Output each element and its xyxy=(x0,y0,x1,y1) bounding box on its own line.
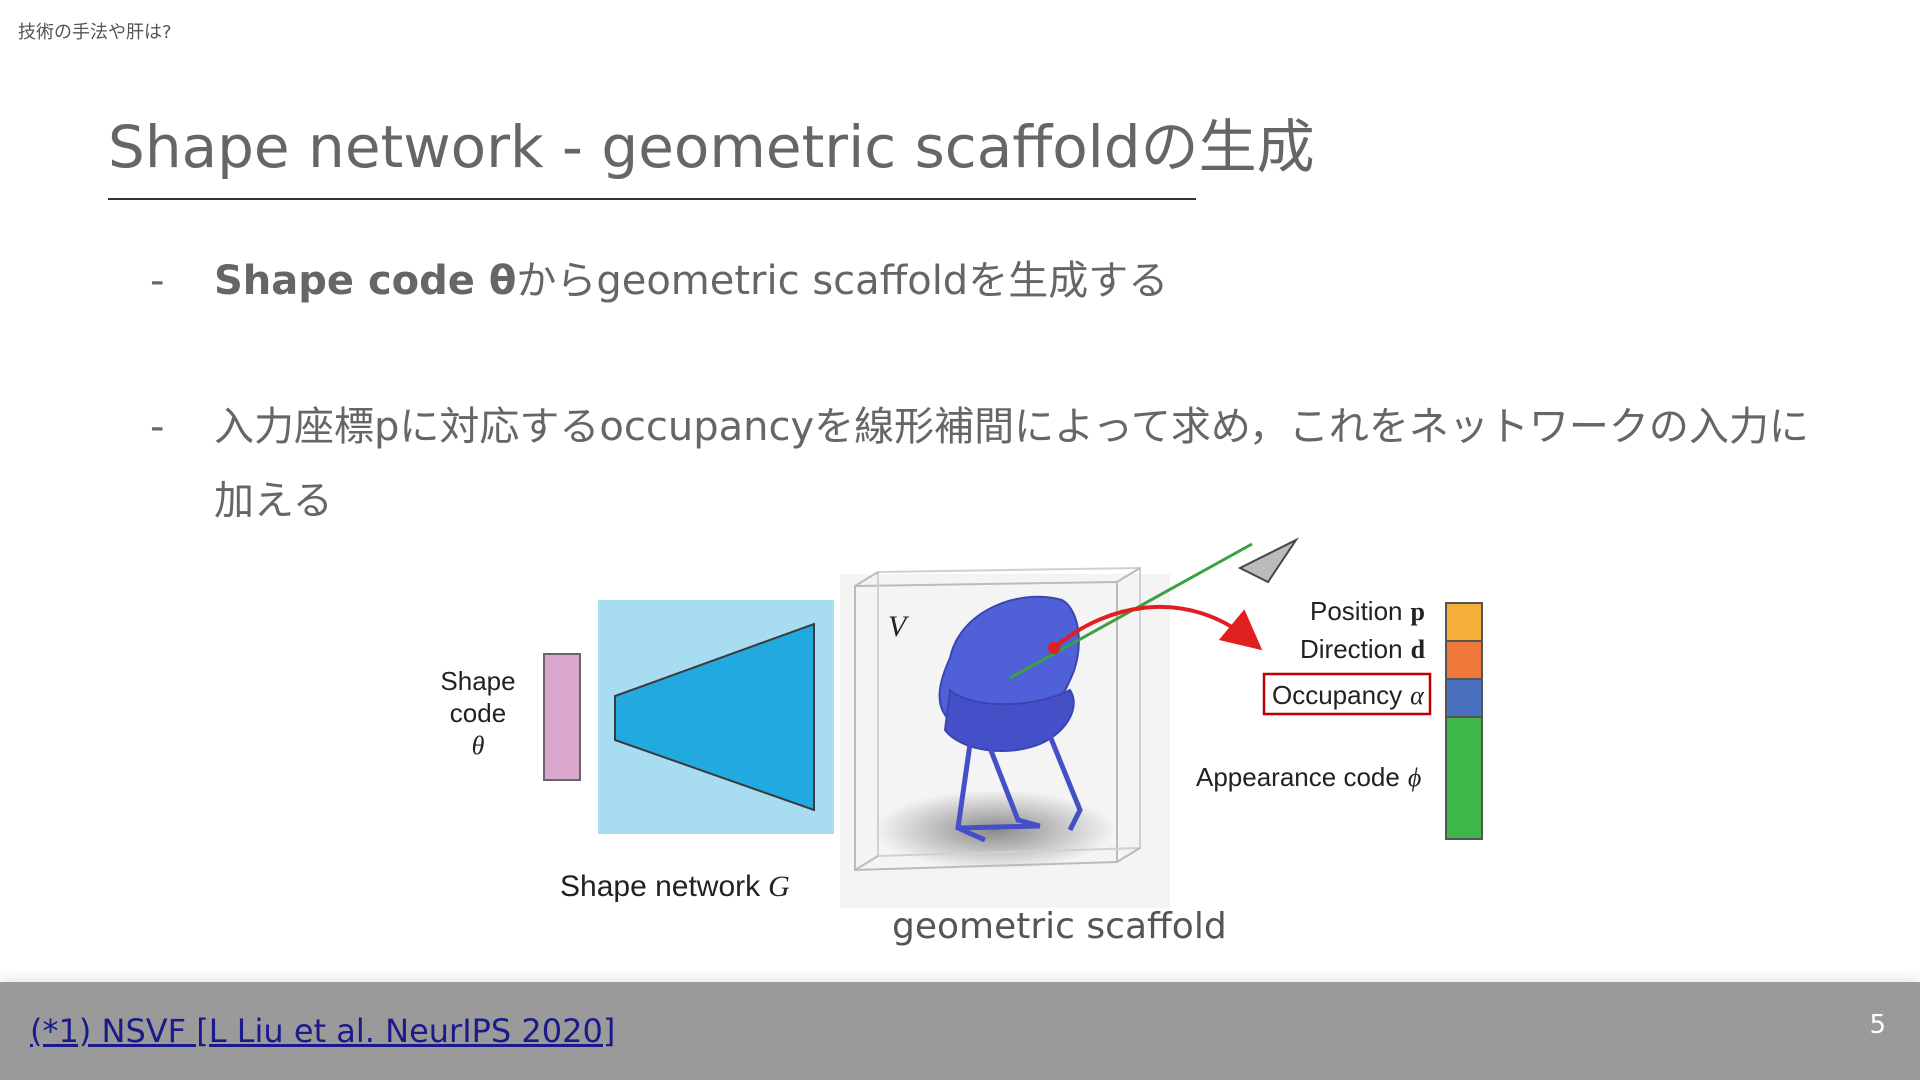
shape-network-label-text: Shape network xyxy=(560,870,761,903)
shape-network-symbol: G xyxy=(768,870,790,903)
feature-appearance-cell xyxy=(1445,716,1483,840)
bullet-text: 入力座標pに対応するoccupancyを線形補間によって求め，これをネットワーク… xyxy=(214,404,1809,524)
bullet-dash: - xyxy=(150,258,165,304)
occupancy-symbol: α xyxy=(1410,681,1425,710)
shape-network-trapezoid xyxy=(614,622,815,812)
shape-code-label-line2: code xyxy=(450,698,506,728)
page-number: 5 xyxy=(1869,1010,1886,1040)
position-label-text: Position xyxy=(1310,596,1403,626)
position-label: Position p xyxy=(1310,596,1425,626)
appearance-label-text: Appearance code xyxy=(1196,762,1400,792)
direction-label: Direction d xyxy=(1300,634,1426,664)
slide-title: Shape network - geometric scaffoldの生成 xyxy=(108,113,1315,181)
shape-code-box xyxy=(543,653,581,781)
feature-occupancy-cell xyxy=(1445,678,1483,718)
bullet-text-rest: からgeometric scaffoldを生成する xyxy=(516,258,1169,304)
occupancy-label: Occupancy α xyxy=(1272,680,1425,710)
feature-arrow xyxy=(1052,604,1263,651)
reference-link[interactable]: (*1) NSVF [L Liu et al. NeurIPS 2020] xyxy=(30,1012,616,1050)
appearance-label: Appearance code ϕ xyxy=(1196,762,1421,792)
bounding-cube xyxy=(854,566,1141,872)
chair-icon xyxy=(938,595,1080,753)
direction-symbol: d xyxy=(1411,635,1426,664)
occupancy-label-text: Occupancy xyxy=(1272,680,1402,710)
figure-caption: geometric scaffold xyxy=(892,906,1227,947)
feature-vector xyxy=(1445,602,1483,840)
shape-code-theta: θ xyxy=(472,731,485,760)
bullet-bold-term: Shape code θ xyxy=(214,258,517,304)
section-label: 技術の手法や肝は? xyxy=(18,22,172,43)
direction-label-text: Direction xyxy=(1300,634,1403,664)
title-divider xyxy=(108,198,1196,200)
shape-code-label-line1: Shape xyxy=(440,666,515,696)
volume-label: V xyxy=(888,610,910,643)
feature-direction-cell xyxy=(1445,640,1483,680)
occupancy-highlight-box xyxy=(1262,672,1432,716)
appearance-symbol: ϕ xyxy=(1408,763,1421,792)
bullet-text: Shape code θからgeometric scaffoldを生成する xyxy=(214,244,1834,318)
chair-legs xyxy=(955,735,1083,843)
feature-position-cell xyxy=(1445,602,1483,642)
bullet-dash: - xyxy=(150,404,165,450)
position-symbol: p xyxy=(1411,597,1425,626)
camera-icon xyxy=(1237,537,1299,584)
footer: (*1) NSVF [L Liu et al. NeurIPS 2020] 5 xyxy=(0,982,1920,1080)
